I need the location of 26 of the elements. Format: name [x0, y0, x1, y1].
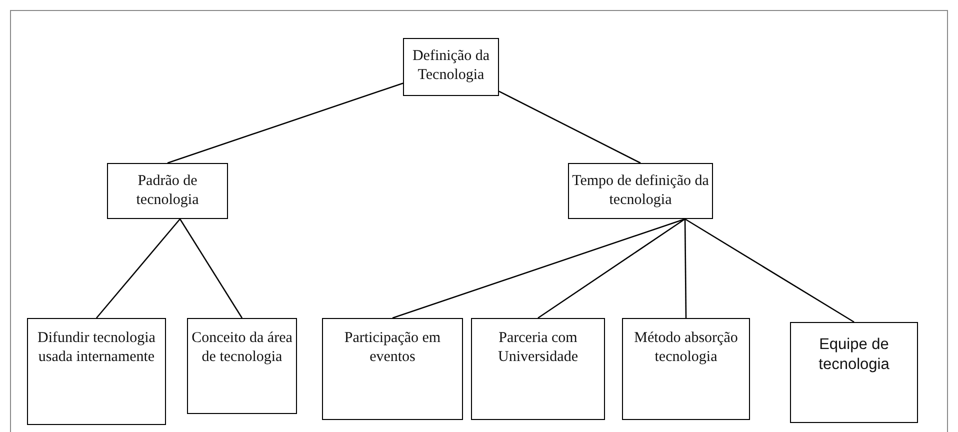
hierarchy-box — [471, 318, 605, 420]
box-label: Conceito da área de tecnologia — [190, 329, 294, 367]
hierarchy-box — [187, 318, 297, 414]
hierarchy-box — [322, 318, 463, 420]
connector-line — [498, 90, 641, 164]
hierarchy-box — [622, 318, 750, 420]
box-label: Tempo de definição da tecnologia — [571, 172, 710, 210]
hierarchy-box — [107, 163, 228, 219]
hierarchy-box — [568, 163, 713, 219]
box-label: Difundir tecnologia usada internamente — [36, 329, 156, 367]
connector-line — [684, 218, 854, 323]
connector-line — [538, 218, 686, 319]
connector-line — [179, 218, 243, 318]
hierarchy-box — [27, 318, 166, 425]
box-label: Padrão de tecnologia — [135, 172, 200, 210]
connector-line — [684, 219, 687, 318]
hierarchy-box — [790, 322, 918, 423]
connector-line — [96, 218, 180, 318]
connector-line — [167, 82, 404, 164]
box-label: Definição da Tecnologia — [411, 47, 491, 85]
hierarchy-box — [403, 38, 499, 96]
box-label: Método absorção tecnologia — [633, 329, 739, 367]
box-label: Parceria com Universidade — [497, 329, 579, 367]
connector-line — [392, 218, 686, 319]
box-label: Equipe de tecnologia — [818, 335, 890, 375]
box-label: Participação em eventos — [343, 329, 442, 367]
